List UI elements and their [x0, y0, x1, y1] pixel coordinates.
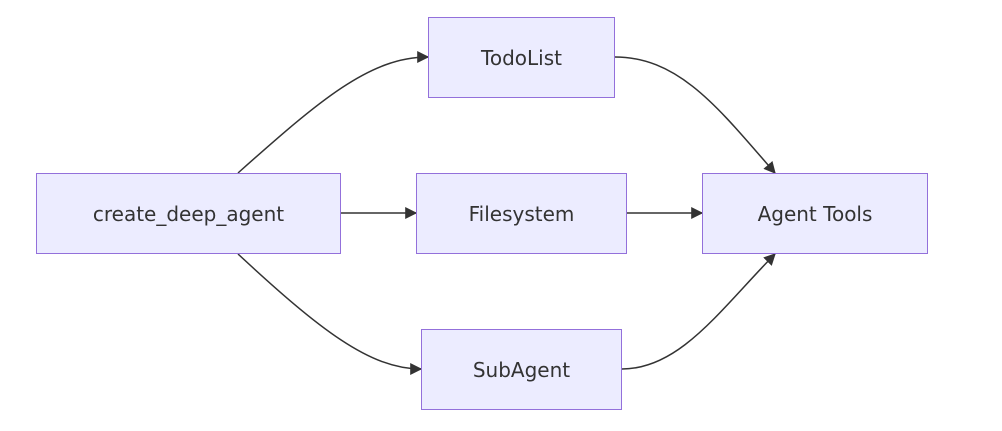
edge-create-to-todolist	[237, 51, 430, 174]
edge-create-to-subagent	[237, 253, 423, 375]
node-label: TodoList	[481, 45, 562, 70]
edge-todolist-to-agent-tools	[614, 56, 776, 174]
node-create-deep-agent: create_deep_agent	[36, 173, 341, 254]
node-label: Agent Tools	[757, 201, 873, 226]
edge-subagent-to-agent-tools	[621, 253, 776, 370]
node-subagent: SubAgent	[421, 329, 622, 410]
node-label: Filesystem	[468, 201, 575, 226]
node-agent-tools: Agent Tools	[702, 173, 928, 254]
node-todolist: TodoList	[428, 17, 615, 98]
node-label: create_deep_agent	[92, 201, 285, 226]
node-label: SubAgent	[472, 357, 571, 382]
node-filesystem: Filesystem	[416, 173, 627, 254]
